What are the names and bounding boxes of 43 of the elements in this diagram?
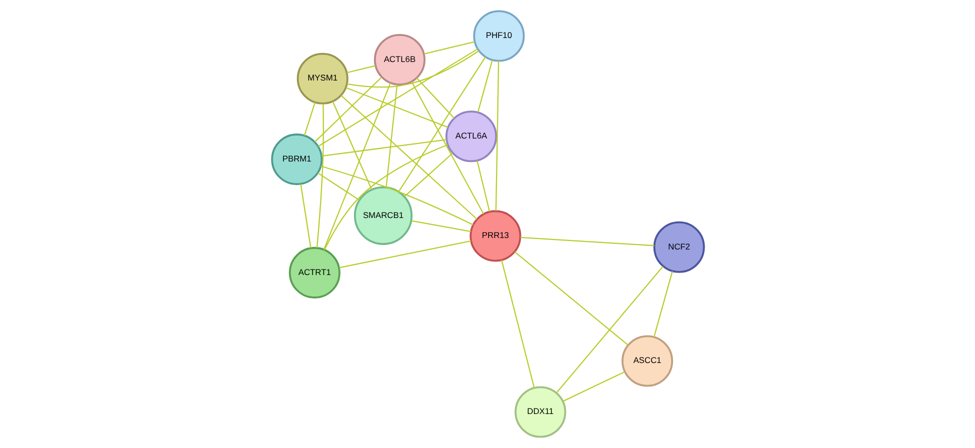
connector xyxy=(494,60,499,211)
node-circle: MYSM1 xyxy=(296,52,348,104)
connector xyxy=(332,101,372,190)
node-circle: PRR13 xyxy=(469,210,521,262)
connector xyxy=(346,50,479,88)
connector xyxy=(320,166,473,226)
connector xyxy=(346,65,376,74)
connector xyxy=(476,60,492,112)
node-circle: ACTRT1 xyxy=(288,246,340,298)
node-circle: PBRM1 xyxy=(270,134,322,186)
connector xyxy=(345,87,448,128)
connector xyxy=(340,95,477,220)
connector xyxy=(398,56,486,192)
node-circle: ASCC1 xyxy=(621,335,673,387)
connector xyxy=(404,152,452,197)
connector xyxy=(314,76,382,142)
node-circle: PHF10 xyxy=(472,10,524,62)
connector xyxy=(416,78,454,118)
connector xyxy=(338,240,471,268)
connector xyxy=(476,160,490,212)
node-circle: DDX11 xyxy=(514,386,566,438)
connector xyxy=(320,139,446,157)
connector xyxy=(514,251,628,346)
node-circle: ACTL6A xyxy=(444,110,497,162)
node-circle: NCF2 xyxy=(652,221,704,273)
connector xyxy=(324,144,448,250)
connector xyxy=(322,82,390,250)
connector xyxy=(500,260,534,388)
connector xyxy=(316,172,359,200)
connector xyxy=(652,271,672,338)
connector xyxy=(300,184,311,248)
connector xyxy=(410,220,471,232)
connector xyxy=(317,48,478,147)
connector xyxy=(385,84,398,188)
connector xyxy=(410,81,484,214)
node-circle: ACTL6B xyxy=(373,34,425,86)
connector xyxy=(303,102,316,136)
connector xyxy=(316,104,324,248)
connector xyxy=(562,371,625,402)
connector xyxy=(520,236,654,246)
connector xyxy=(423,41,474,54)
node-circle: SMARCB1 xyxy=(353,186,412,245)
connector xyxy=(556,266,663,394)
